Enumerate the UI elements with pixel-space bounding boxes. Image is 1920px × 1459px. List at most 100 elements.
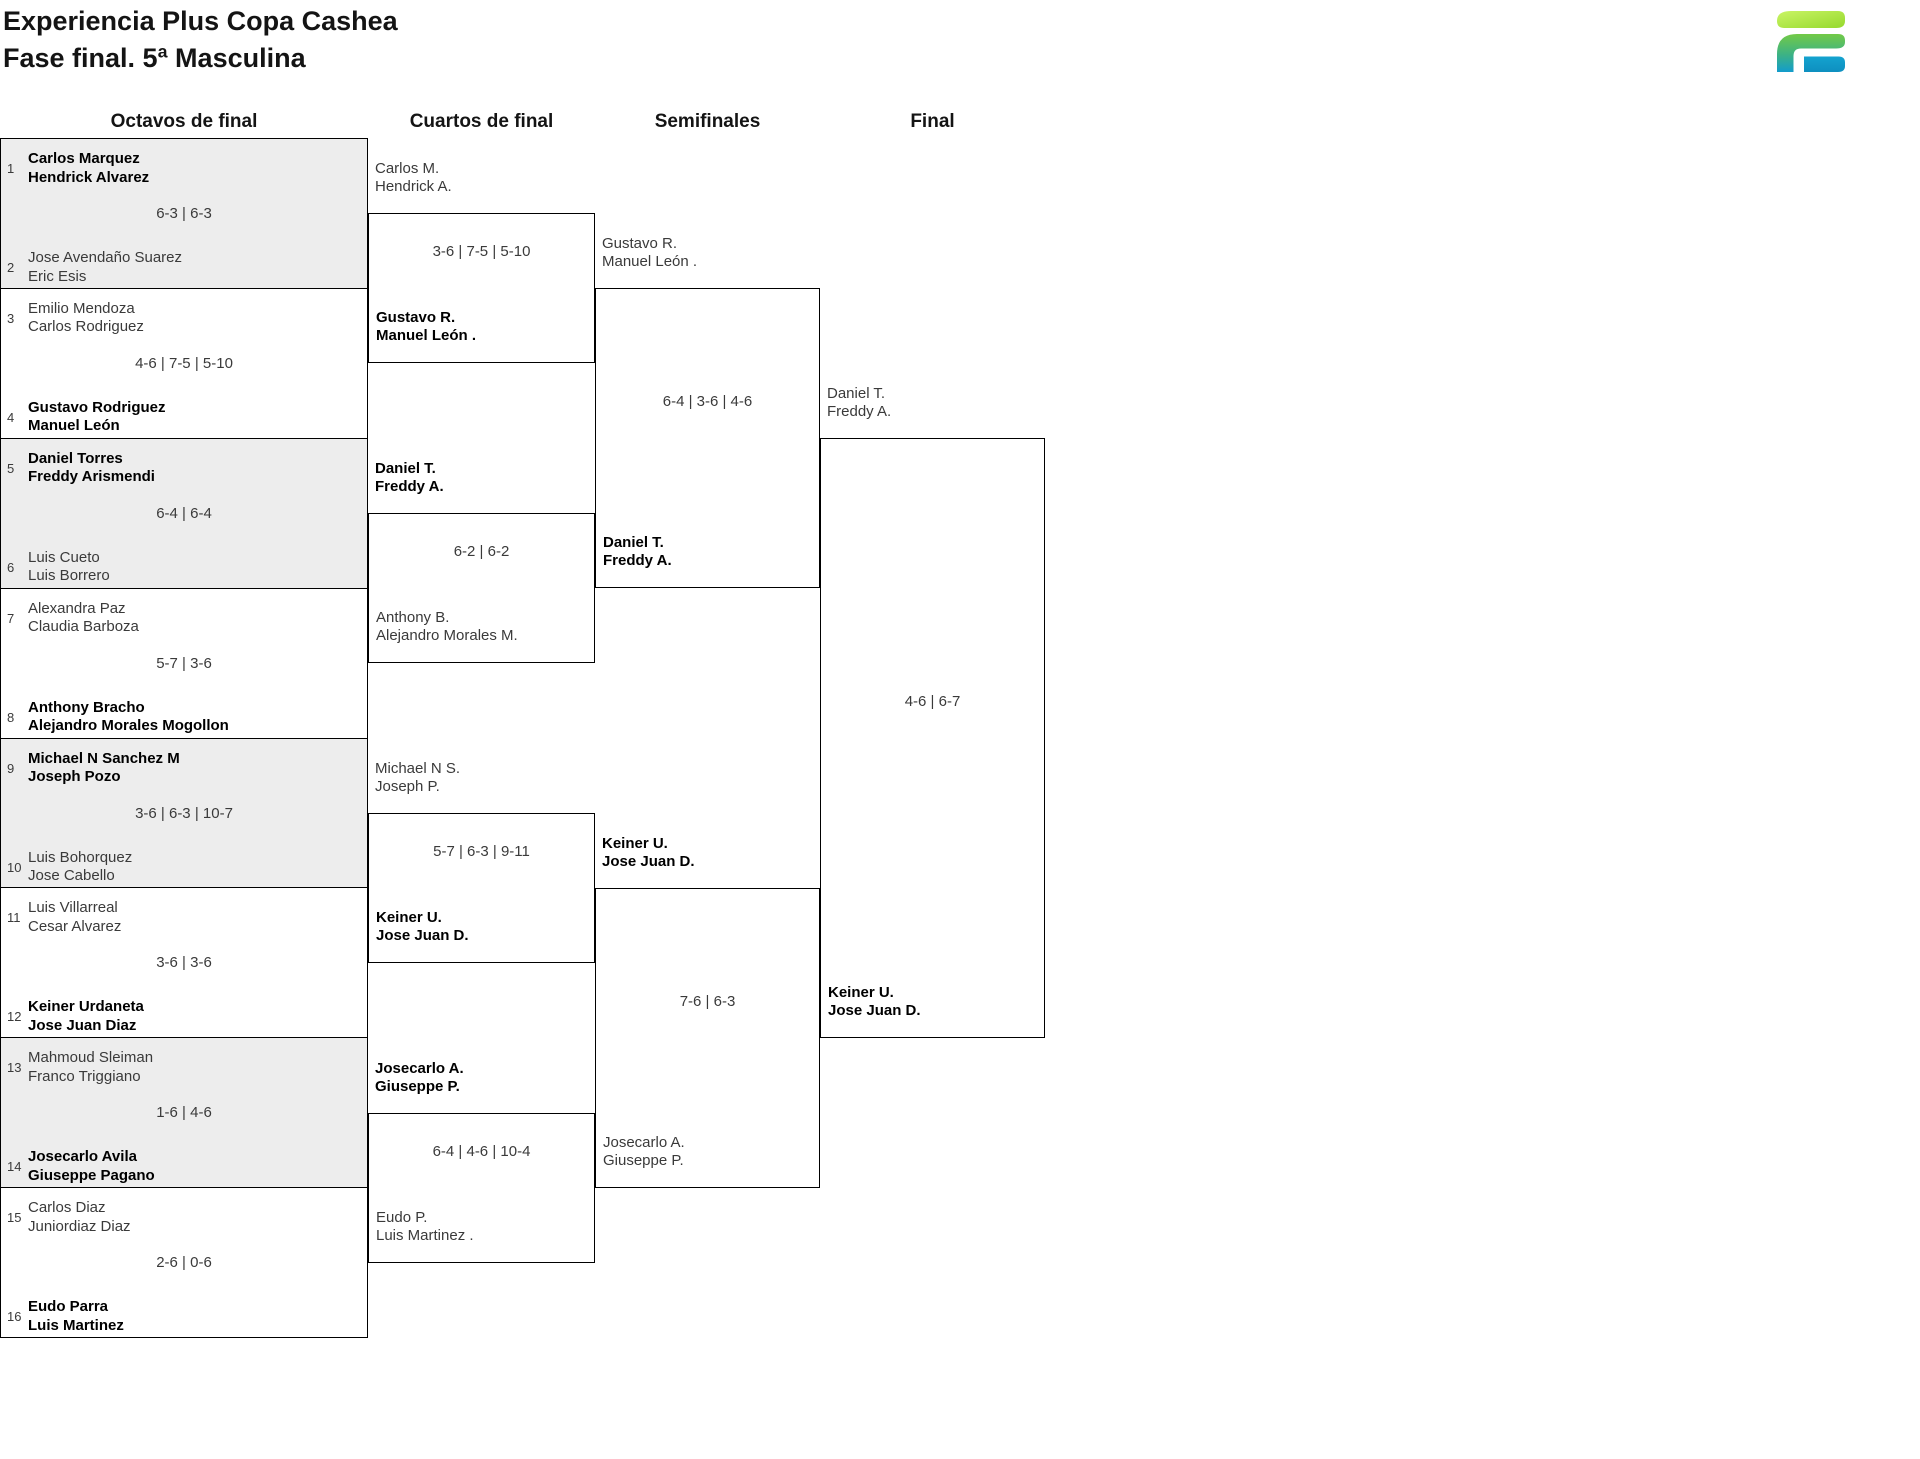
seed-number: 1 [7,161,15,176]
team-names: Keiner Urdaneta Jose Juan Diaz [28,998,144,1034]
qf2-score: 6-2 | 6-2 [453,543,510,560]
logo-blade-icon [1777,11,1845,28]
team-names: Gustavo Rodriguez Manuel León [28,398,166,435]
team-names: Alexandra Paz Claudia Barboza [28,599,139,636]
r16-match-7: 13 Mahmoud Sleiman Franco Triggiano 1-6 … [1,1038,367,1189]
qf2-box: 6-2 | 6-2 Anthony B. Alejandro Morales M… [368,513,595,663]
seed-number: 4 [7,409,15,425]
qf1-box: 3-6 | 7-5 | 5-10 Gustavo R. Manuel León … [368,213,595,363]
match-team-top: 9 Michael N Sanchez M Joseph Pozo [7,750,180,787]
seed-number: 12 [7,1009,22,1025]
qf4-score: 6-4 | 4-6 | 10-4 [432,1143,531,1160]
match-team-top: 15 Carlos Diaz Juniordiaz Diaz [7,1199,131,1236]
sf2-box: 7-6 | 6-3 Josecarlo A. Giuseppe P. [595,888,820,1188]
r16-match-3: 5 Daniel Torres Freddy Arismendi 6-4 | 6… [1,438,367,589]
team-names: Carlos Diaz Juniordiaz Diaz [28,1199,131,1235]
qf3-team-top: Michael N S. Joseph P. [375,760,461,795]
round-header-semifinales: Semifinales [654,111,761,132]
sf2-team-top: Keiner U. Jose Juan D. [602,835,695,870]
seed-number: 15 [7,1210,22,1226]
team-names: Anthony Bracho Alejandro Morales Mogollo… [28,698,229,735]
final-box: 4-6 | 6-7 Keiner U. Jose Juan D. [820,438,1045,1038]
qf4-box: 6-4 | 4-6 | 10-4 Eudo P. Luis Martinez . [368,1113,595,1263]
team-names: Emilio Mendoza Carlos Rodriguez [28,299,144,336]
final-team-top: Daniel T. Freddy A. [827,385,892,420]
round-header-cuartos: Cuartos de final [409,111,554,132]
r16-match-6: 11 Luis Villarreal Cesar Alvarez 3-6 | 3… [1,888,367,1039]
seed-number: 14 [7,1159,22,1175]
sf1-team-top: Gustavo R. Manuel León . [602,235,698,270]
seed-number: 16 [7,1309,22,1325]
r16-match-2: 3 Emilio Mendoza Carlos Rodriguez 4-6 | … [1,289,367,439]
team-names: Luis Villarreal Cesar Alvarez [28,899,122,935]
match-team-bottom: 2 Jose Avendaño Suarez Eric Esis [7,249,182,286]
team-names: Luis Cueto Luis Borrero [28,548,110,585]
match-score: 6-3 | 6-3 [156,205,212,222]
team-names: Carlos Marquez Hendrick Alvarez [28,150,150,186]
seed-number: 2 [7,260,15,275]
qf1-team-bottom: Gustavo R. Manuel León . [376,309,477,344]
team-names: Jose Avendaño Suarez Eric Esis [28,249,183,285]
match-team-bottom: 12 Keiner Urdaneta Jose Juan Diaz [7,998,144,1035]
match-team-bottom: 6 Luis Cueto Luis Borrero [7,549,110,586]
final-team-bottom: Keiner U. Jose Juan D. [828,984,921,1019]
team-names: Josecarlo Avila Giuseppe Pagano [28,1148,155,1184]
match-team-bottom: 8 Anthony Bracho Alejandro Morales Mogol… [7,699,229,736]
match-score: 4-6 | 7-5 | 5-10 [135,354,233,372]
round-header-final: Final [910,111,955,132]
seed-number: 5 [7,460,15,476]
match-team-bottom: 4 Gustavo Rodriguez Manuel León [7,399,166,436]
match-score: 1-6 | 4-6 [156,1104,212,1122]
qf2-team-top: Daniel T. Freddy A. [375,460,444,495]
match-team-top: 13 Mahmoud Sleiman Franco Triggiano [7,1049,153,1086]
qf1-team-top: Carlos M. Hendrick A. [375,160,452,195]
phase-category: Fase final. 5ª Masculina [3,43,306,73]
team-names: Luis Bohorquez Jose Cabello [28,848,133,885]
team-names: Mahmoud Sleiman Franco Triggiano [28,1049,154,1085]
round-header-octavos: Octavos de final [110,111,258,132]
seed-number: 7 [7,610,15,626]
sf1-score: 6-4 | 3-6 | 4-6 [662,393,753,410]
seed-number: 11 [7,910,21,926]
match-team-bottom: 10 Luis Bohorquez Jose Cabello [7,849,132,886]
qf3-team-bottom: Keiner U. Jose Juan D. [376,909,469,944]
tournament-name: Experiencia Plus Copa Cashea [3,6,398,36]
sf1-box: 6-4 | 3-6 | 4-6 Daniel T. Freddy A. [595,288,820,588]
seed-number: 8 [7,709,15,725]
match-score: 6-4 | 6-4 [156,504,212,522]
round-of-16-column: 1 Carlos Marquez Hendrick Alvarez 6-3 | … [0,138,368,1338]
seed-number: 10 [7,859,22,875]
match-score: 5-7 | 3-6 [156,654,212,672]
r16-match-5: 9 Michael N Sanchez M Joseph Pozo 3-6 | … [1,738,367,889]
seed-number: 9 [7,760,15,776]
qf3-score: 5-7 | 6-3 | 9-11 [433,843,530,860]
qf2-team-bottom: Anthony B. Alejandro Morales M. [376,609,518,644]
r16-match-4: 7 Alexandra Paz Claudia Barboza 5-7 | 3-… [1,589,367,739]
match-score: 3-6 | 3-6 [156,954,212,972]
match-team-top: 5 Daniel Torres Freddy Arismendi [7,450,155,487]
sf1-team-bottom: Daniel T. Freddy A. [603,534,672,569]
team-names: Eudo Parra Luis Martinez [28,1298,124,1334]
match-score: 3-6 | 6-3 | 10-7 [135,804,233,822]
match-team-top: 1 Carlos Marquez Hendrick Alvarez [7,150,149,187]
seed-number: 3 [7,310,15,326]
team-names: Daniel Torres Freddy Arismendi [28,449,155,486]
r16-match-8: 15 Carlos Diaz Juniordiaz Diaz 2-6 | 0-6… [1,1188,367,1337]
match-score: 2-6 | 0-6 [156,1254,212,1272]
qf1-score: 3-6 | 7-5 | 5-10 [432,243,531,260]
qf4-team-bottom: Eudo P. Luis Martinez . [376,1209,474,1244]
sf2-score: 7-6 | 6-3 [679,993,736,1010]
match-team-bottom: 16 Eudo Parra Luis Martinez [7,1298,124,1335]
match-team-top: 11 Luis Villarreal Cesar Alvarez [7,899,121,936]
team-names: Michael N Sanchez M Joseph Pozo [28,749,180,786]
logo-arc-icon [1777,34,1845,72]
r16-match-1: 1 Carlos Marquez Hendrick Alvarez 6-3 | … [1,139,367,289]
qf4-team-top: Josecarlo A. Giuseppe P. [375,1060,464,1095]
logo-bar-icon [1804,56,1845,72]
match-team-bottom: 14 Josecarlo Avila Giuseppe Pagano [7,1148,155,1185]
page-title: Experiencia Plus Copa Cashea Fase final.… [3,3,398,77]
final-score: 4-6 | 6-7 [904,693,961,710]
club-logo [1777,11,1845,72]
qf3-box: 5-7 | 6-3 | 9-11 Keiner U. Jose Juan D. [368,813,595,963]
